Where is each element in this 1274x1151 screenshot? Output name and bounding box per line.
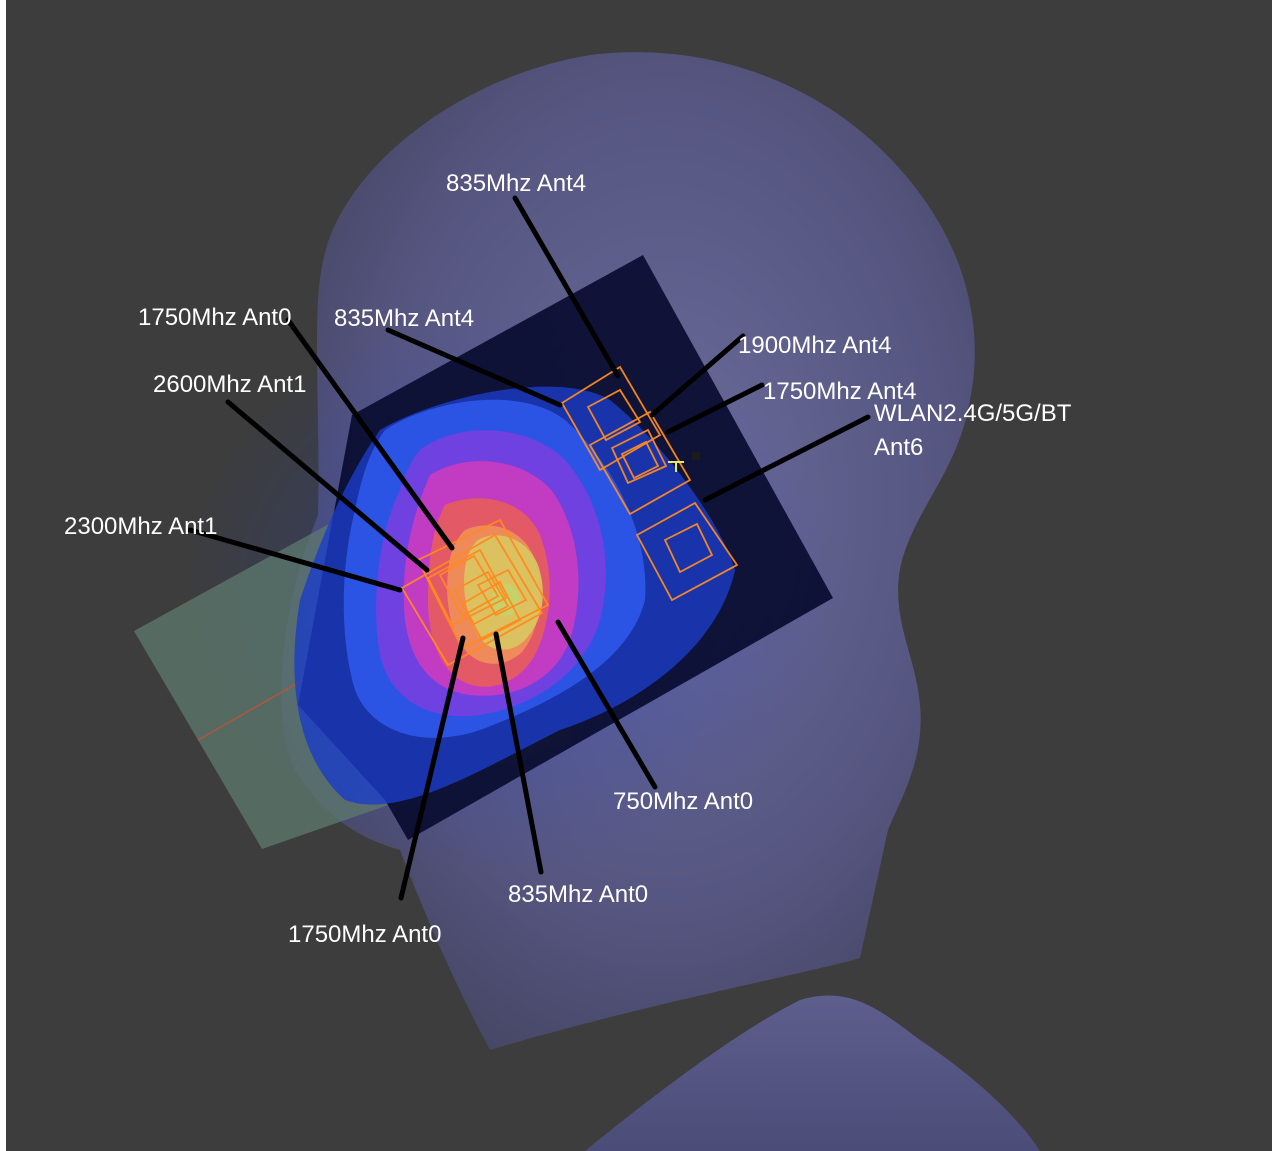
label-1750mhz-ant0-upper: 1750Mhz Ant0 (138, 304, 292, 331)
ant0-outline (416, 518, 550, 650)
antenna-outlines (400, 365, 739, 667)
label-wlan-ant6-line2: Ant6 (874, 434, 924, 461)
leader-2600-ant1 (225, 399, 430, 573)
label-1900mhz-ant4: 1900Mhz Ant4 (738, 332, 892, 359)
ant4-1750-outline (610, 428, 668, 485)
leader-1750-ant0-lower (398, 635, 466, 901)
leader-1750-ant4 (665, 382, 765, 435)
label-835mhz-ant4-top: 835Mhz Ant4 (446, 170, 587, 197)
ant4-outline (560, 365, 662, 472)
ant0-inner-outline (426, 548, 508, 627)
ant4-1900-outline (588, 410, 692, 516)
leader-835-ant4-top (512, 195, 621, 379)
label-2600mhz-ant1: 2600Mhz Ant1 (153, 371, 307, 398)
leader-835-ant0 (493, 631, 544, 875)
ant0-center-outline (476, 568, 528, 617)
label-1750mhz-ant4: 1750Mhz Ant4 (763, 378, 917, 405)
ant6-outline (635, 501, 739, 602)
ant1-inner-outline (438, 554, 500, 618)
label-835mhz-ant0: 835Mhz Ant0 (508, 881, 649, 908)
leader-1750-ant0-upper (285, 317, 455, 551)
leader-2300-ant1 (187, 527, 403, 593)
ant4-1750-inner-outline (620, 440, 660, 480)
label-2300mhz-ant1: 2300Mhz Ant1 (64, 513, 218, 540)
sar-field-contours (294, 386, 735, 805)
label-835mhz-ant4-mid: 835Mhz Ant4 (334, 305, 475, 332)
label-wlan-ant6: WLAN2.4G/5G/BT (874, 400, 1072, 427)
leader-1900-ant4 (649, 333, 746, 418)
ant6-inner-outline (663, 522, 714, 574)
label-750mhz-ant0: 750Mhz Ant0 (613, 788, 754, 815)
label-1750mhz-ant0-lower: 1750Mhz Ant0 (288, 921, 442, 948)
axis-marker (668, 452, 700, 472)
ant1-center-outline (460, 580, 522, 642)
ant4-inner-outline (586, 388, 642, 442)
leader-750-ant0 (555, 619, 658, 790)
leader-835-ant4-mid (385, 327, 563, 408)
leader-wlan-ant6 (702, 414, 871, 503)
leader-lines (187, 195, 871, 901)
shoulder-shape (585, 995, 1040, 1151)
ant1-outline (400, 533, 544, 667)
